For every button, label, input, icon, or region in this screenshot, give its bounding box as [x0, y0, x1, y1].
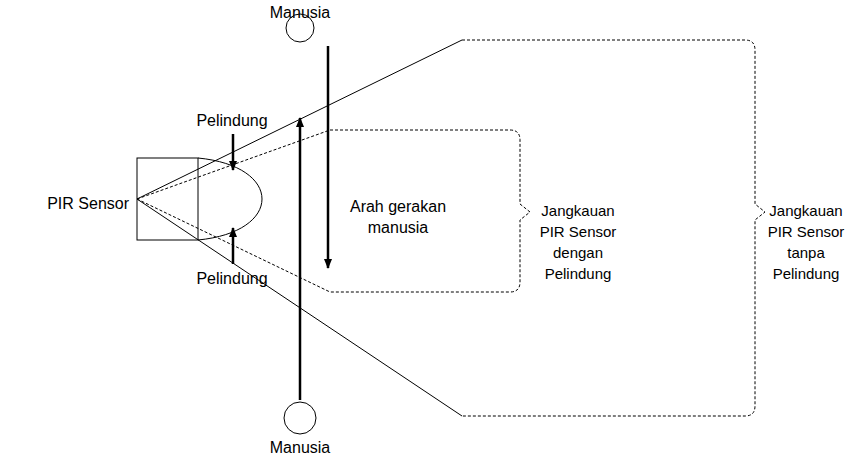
person-node: Manusia — [285, 13, 315, 43]
note-label: Arah gerakan manusia — [348, 196, 448, 238]
person-label: Manusia — [270, 2, 330, 23]
sensor-dome — [198, 158, 262, 240]
person-node: Manusia — [283, 401, 317, 435]
range-bracket — [462, 40, 765, 416]
person-circle — [283, 401, 317, 435]
person-label: Manusia — [270, 437, 330, 458]
sensor-label: PIR Sensor — [47, 193, 129, 214]
movement-arrow — [327, 46, 330, 268]
sensor-housing — [137, 158, 198, 240]
part-label: Pelindung — [196, 110, 267, 131]
part-label: Pelindung — [196, 268, 267, 289]
range-label: Jangkauan PIR Sensor tanpa Pelindung — [765, 200, 847, 284]
pointer-arrow — [232, 228, 235, 264]
range-bracket — [330, 130, 530, 292]
movement-arrow — [299, 118, 302, 400]
range-label: Jangkauan PIR Sensor dengan Pelindung — [536, 200, 620, 284]
pointer-arrow — [232, 134, 235, 170]
sensor-node: PIR Sensor — [137, 158, 198, 240]
